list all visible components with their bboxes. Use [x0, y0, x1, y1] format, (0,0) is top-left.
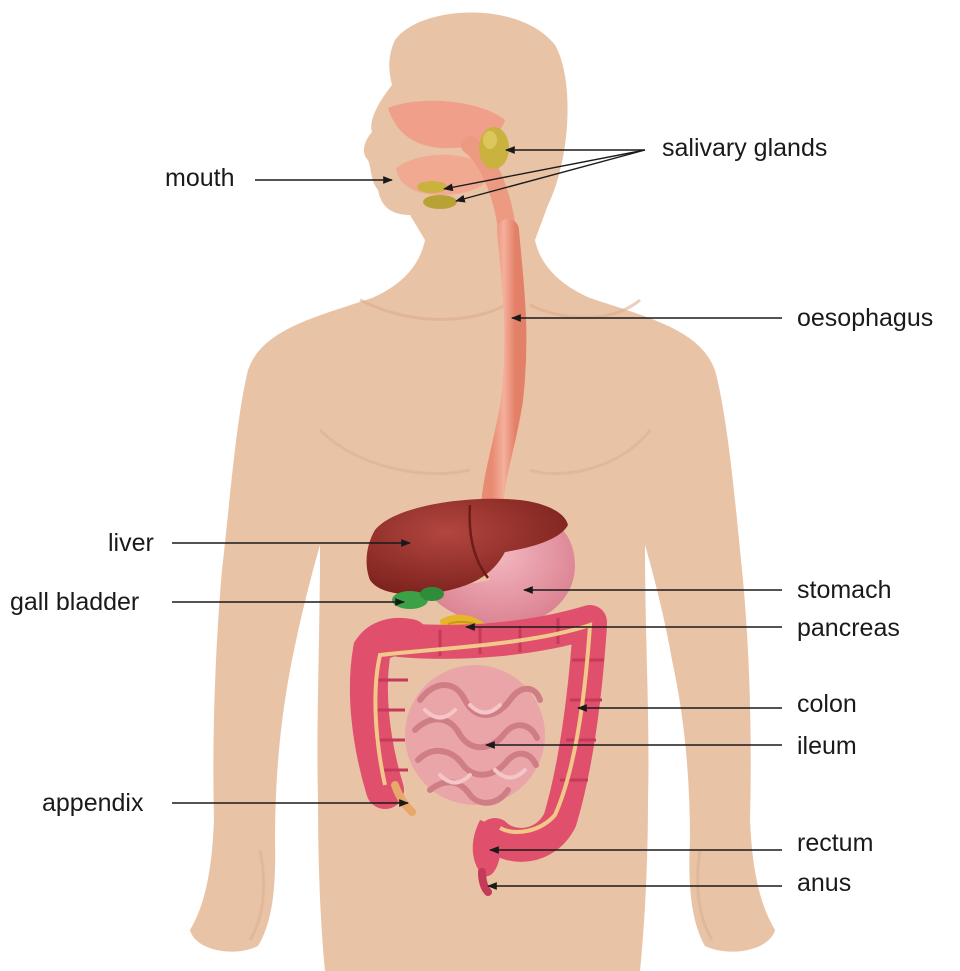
label-gall-bladder: gall bladder — [10, 588, 139, 616]
label-pancreas: pancreas — [797, 614, 900, 642]
ileum-organ — [405, 665, 545, 805]
label-anus: anus — [797, 869, 851, 897]
label-ileum: ileum — [797, 732, 857, 760]
label-salivary-glands: salivary glands — [662, 134, 827, 162]
label-liver: liver — [108, 529, 154, 557]
label-rectum: rectum — [797, 829, 873, 857]
label-mouth: mouth — [165, 164, 234, 192]
label-stomach: stomach — [797, 576, 891, 604]
label-oesophagus: oesophagus — [797, 304, 933, 332]
label-colon: colon — [797, 690, 857, 718]
label-appendix: appendix — [42, 789, 144, 817]
